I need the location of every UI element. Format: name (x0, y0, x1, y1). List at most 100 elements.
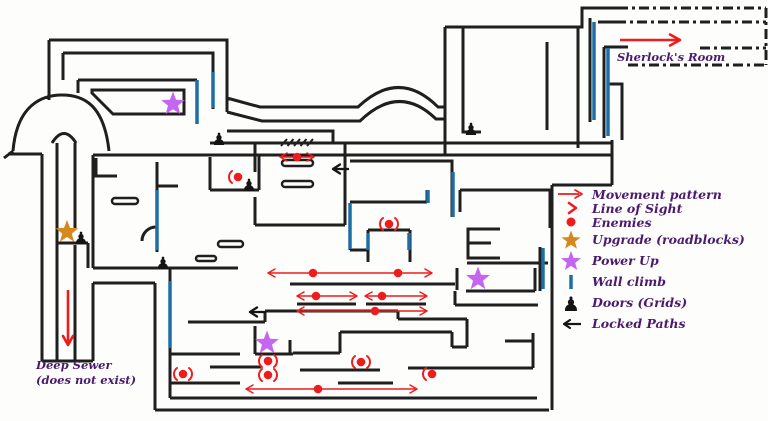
enemy (351, 355, 371, 369)
movement-layer (61, 33, 682, 394)
legend-label: Enemies (592, 214, 652, 230)
deep-sewer-label-line1: Deep Sewer (36, 358, 112, 372)
enemy (308, 268, 318, 278)
legend-label: Doors (Grids) (592, 295, 688, 310)
ledge-platform (110, 196, 140, 206)
deep-sewer-label-line2: (does not exist) (36, 373, 137, 387)
patrol-arrow (267, 268, 433, 278)
ledge-platforms (110, 158, 315, 263)
enemy-dot (263, 356, 273, 366)
line-of-sight-paren (351, 355, 356, 369)
door-pawn-icon: ♟ (155, 254, 170, 274)
enemy (292, 152, 302, 162)
wall-path (3, 6, 628, 412)
enemy-layer (173, 152, 437, 394)
door-pawn-icon: ♟ (211, 130, 226, 150)
hatch-ticks (280, 138, 314, 147)
patrol-arrow (364, 291, 428, 301)
hatched-grate (280, 138, 314, 147)
patrol-arrow (296, 291, 358, 301)
ledge-platform (280, 179, 315, 189)
power-up-star (466, 266, 490, 290)
enemy (173, 367, 193, 381)
legend-label: Movement pattern (592, 186, 722, 202)
line-of-sight-paren (258, 368, 263, 382)
legend-symbol (556, 314, 586, 334)
power-up-star-icon (561, 250, 581, 270)
enemy (311, 291, 321, 301)
door-layer: ♟ ♟ ♟ ♟ ♟ (73, 120, 478, 274)
enemy (422, 367, 437, 381)
route-arrow (620, 33, 682, 47)
enemy (393, 268, 403, 278)
legend-label: Locked Paths (592, 316, 686, 331)
movement-arrow-icon (558, 189, 583, 199)
line-of-sight-paren (258, 354, 263, 368)
enemy-dot (233, 172, 243, 182)
legend-item-door-pawn: ♟ Doors (Grids) (556, 292, 745, 313)
enemy (258, 368, 278, 382)
enemy (313, 384, 323, 394)
door-pawn-icon: ♟ (73, 229, 88, 249)
ledge-platform (216, 239, 245, 249)
enemy-dot (311, 291, 321, 301)
map-walls (3, 6, 628, 412)
legend-symbol (556, 212, 586, 232)
door-pawn-icon: ♟ (463, 120, 478, 140)
legend-item-movement-arrow: Movement pattern (556, 184, 745, 204)
line-of-sight-paren (366, 355, 371, 369)
wall-climb-bar-icon (569, 274, 573, 289)
sherlocks-room-label: Sherlock's Room (617, 50, 726, 64)
line-of-sight-paren (188, 367, 193, 381)
patrol-arrow (296, 306, 428, 316)
door-pawn-icon: ♟ (241, 176, 256, 196)
line-of-sight-chevron-icon (567, 201, 578, 215)
enemy-dot (308, 268, 318, 278)
legend-label: Wall climb (592, 274, 666, 289)
legend-item-line-of-sight-chevron: Line of Sight (556, 198, 745, 218)
locked-path-layer (248, 163, 349, 318)
enemy (377, 291, 387, 301)
locked-path-arrow (331, 163, 349, 175)
door-pawn-icon: ♟ (562, 293, 580, 313)
power-up-star (255, 330, 279, 354)
enemy (258, 354, 278, 368)
legend-symbol (556, 250, 586, 271)
legend-label: Upgrade (roadblocks) (592, 232, 745, 247)
enemy-dot (313, 384, 323, 394)
wall-climb-layer (155, 22, 610, 348)
legend-label: Power Up (592, 253, 659, 268)
route-arrow (61, 290, 75, 347)
legend-symbol (556, 184, 586, 204)
legend-item-locked-path-arrow: Locked Paths (556, 313, 745, 334)
enemy-dot (427, 369, 437, 379)
upgrade-star (55, 220, 79, 242)
enemy-dot (377, 291, 387, 301)
line-of-sight-paren (273, 354, 278, 368)
line-of-sight-paren (379, 217, 384, 231)
legend-item-upgrade-star: Upgrade (roadblocks) (556, 229, 745, 250)
line-of-sight-paren (422, 367, 427, 381)
enemy (370, 306, 380, 316)
ledge-platform (194, 254, 218, 263)
patrol-arrow (245, 384, 418, 394)
enemy (379, 217, 399, 231)
legend-symbol (556, 230, 586, 250)
legend-item-power-up-star: Power Up (556, 250, 745, 271)
enemy-dot (178, 369, 188, 379)
power-up-star (161, 91, 185, 115)
line-of-sight-paren (228, 170, 233, 184)
enemy-dot-icon (566, 217, 576, 227)
deep-sewer-label: Deep Sewer (does not exist) (36, 358, 136, 388)
legend-label: Line of Sight (592, 200, 683, 216)
locked-path-arrow-icon (562, 318, 581, 329)
legend-item-wall-climb-bar: Wall climb (556, 271, 745, 292)
legend-item-enemy-dot: Enemies (556, 212, 745, 232)
upgrade-star-icon (561, 230, 581, 249)
legend-symbol (556, 198, 586, 218)
enemy-dot (370, 306, 380, 316)
enemy-dot (393, 268, 403, 278)
line-of-sight-paren (394, 217, 399, 231)
